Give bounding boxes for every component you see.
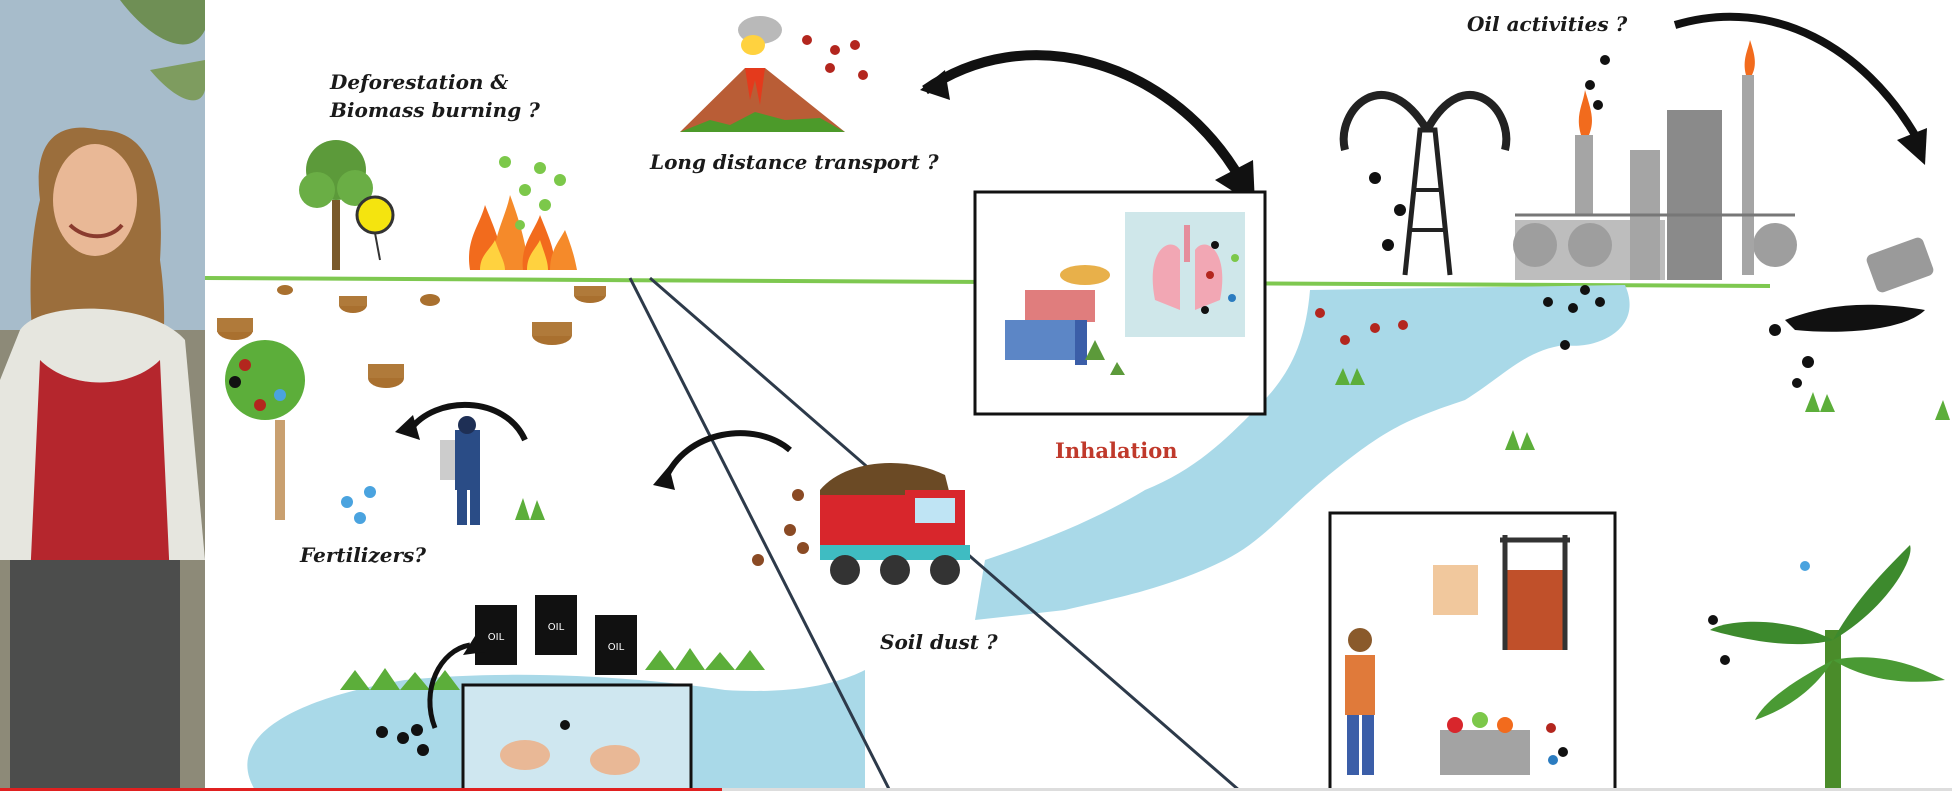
long-distance-label: Long distance transport ? (650, 150, 939, 174)
oil-spill (1769, 237, 1934, 388)
banana-plant (1708, 545, 1945, 791)
swimming-box (461, 683, 693, 791)
fertilizer-arrow (407, 401, 528, 442)
grass (515, 368, 1950, 520)
fire (468, 195, 577, 270)
barrel-label-3: OIL (608, 642, 625, 653)
river (975, 285, 1630, 620)
sprayer-worker (440, 416, 480, 525)
lake-particles (376, 724, 429, 756)
video-progress-bar[interactable] (0, 788, 1952, 791)
truck (820, 463, 970, 585)
tree-stumps (217, 285, 606, 388)
fertilizers-label: Fertilizers? (300, 543, 426, 567)
inhalation-label: Inhalation (1055, 438, 1178, 463)
green-particles (499, 156, 566, 230)
river-particles (1315, 285, 1605, 350)
transport-arrow (922, 50, 1240, 173)
deforestation-label: Deforestation & (330, 70, 509, 94)
video-progress-fill (0, 788, 723, 791)
volcano (680, 16, 845, 132)
soil-arrow (662, 430, 792, 482)
fruit-tree (225, 340, 305, 520)
biomass-label: Biomass burning ? (330, 98, 540, 122)
pollution-sources-diagram: OIL OIL OIL (205, 0, 1952, 791)
barrel-label-2: OIL (548, 622, 565, 633)
barrel-arrow (427, 642, 471, 729)
yellow-marker (355, 195, 395, 261)
perspective-line (628, 277, 892, 791)
volcano-particles (802, 35, 868, 80)
presenter-photo (0, 0, 205, 791)
lake-grass (340, 668, 460, 690)
oil-barrels: OIL OIL OIL (475, 595, 637, 675)
refinery (1513, 40, 1797, 280)
soil-dust-label: Soil dust ? (880, 630, 998, 654)
fertilizer-particles (341, 486, 376, 524)
oil-activities-label: Oil activities ? (1467, 12, 1628, 36)
oil-derrick (1339, 91, 1511, 276)
inhalation-box (973, 190, 1267, 416)
lone-tree (299, 140, 373, 270)
barrel-label-1: OIL (488, 632, 505, 643)
soil-particles (752, 489, 809, 566)
oil-arrow (1673, 12, 1919, 138)
well-box (1328, 511, 1617, 791)
